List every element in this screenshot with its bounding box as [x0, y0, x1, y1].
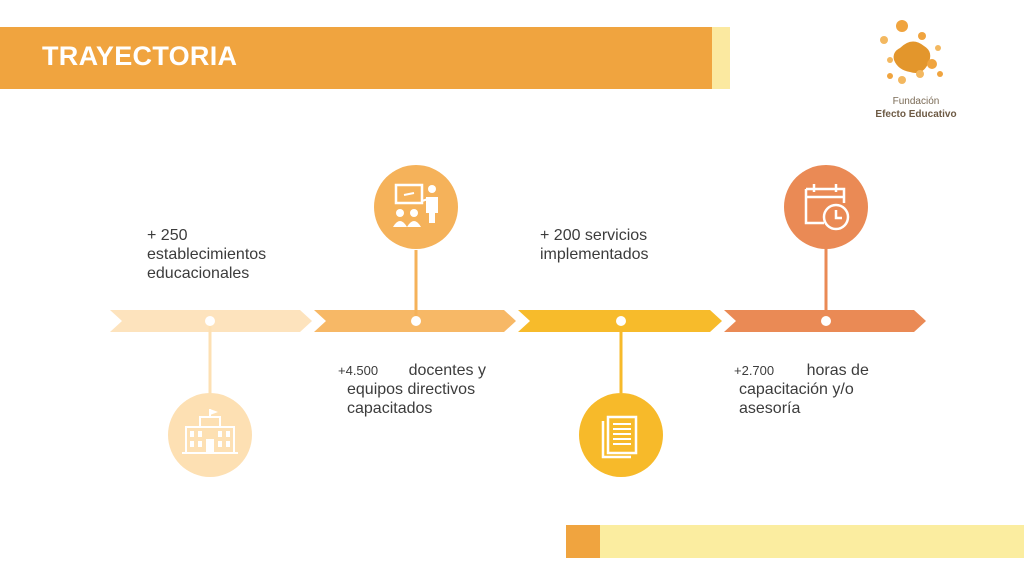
footer-accent-orange — [566, 525, 600, 558]
footer-accent-yellow — [600, 525, 1024, 558]
header-banner-cap — [712, 27, 730, 89]
milestone-2-label: +4.500 docentes y equipos directivos cap… — [338, 361, 486, 418]
milestone-3-label: + 200 servicios implementados — [540, 227, 649, 263]
timeline-dot-4 — [821, 316, 831, 326]
header-banner — [0, 27, 712, 89]
milestone-1-circle — [168, 393, 252, 477]
milestone-2-text-2: equipos directivos capacitados — [347, 381, 476, 417]
milestone-4-text-2: capacitación y/o asesoría — [739, 381, 854, 417]
logo-text: Fundación Efecto Educativo — [860, 95, 972, 121]
page-title: TRAYECTORIA — [42, 41, 238, 71]
logo-line-1: Fundación — [892, 96, 940, 107]
milestone-2-number: +4.500 — [338, 363, 379, 378]
milestone-2-circle — [374, 165, 458, 249]
milestone-4-label: +2.700 horas de capacitación y/o asesorí… — [734, 361, 869, 418]
logo-line-2: Efecto Educativo — [875, 109, 957, 120]
milestone-4-circle — [784, 165, 868, 249]
milestone-1-label: + 250 establecimientos educacionales — [147, 227, 267, 282]
presentation-teacher-icon — [393, 183, 438, 227]
milestone-2-text: docentes y — [408, 362, 486, 379]
milestone-4-text: horas de — [806, 362, 869, 379]
foundation-logo-icon — [880, 20, 943, 84]
documents-icon — [601, 415, 638, 459]
milestone-3-circle — [579, 393, 663, 477]
timeline-dot-3 — [616, 316, 626, 326]
milestone-4-number: +2.700 — [734, 363, 775, 378]
timeline-dot-2 — [411, 316, 421, 326]
school-building-icon — [182, 409, 238, 454]
timeline-dot-1 — [205, 316, 215, 326]
calendar-clock-icon — [804, 184, 850, 231]
